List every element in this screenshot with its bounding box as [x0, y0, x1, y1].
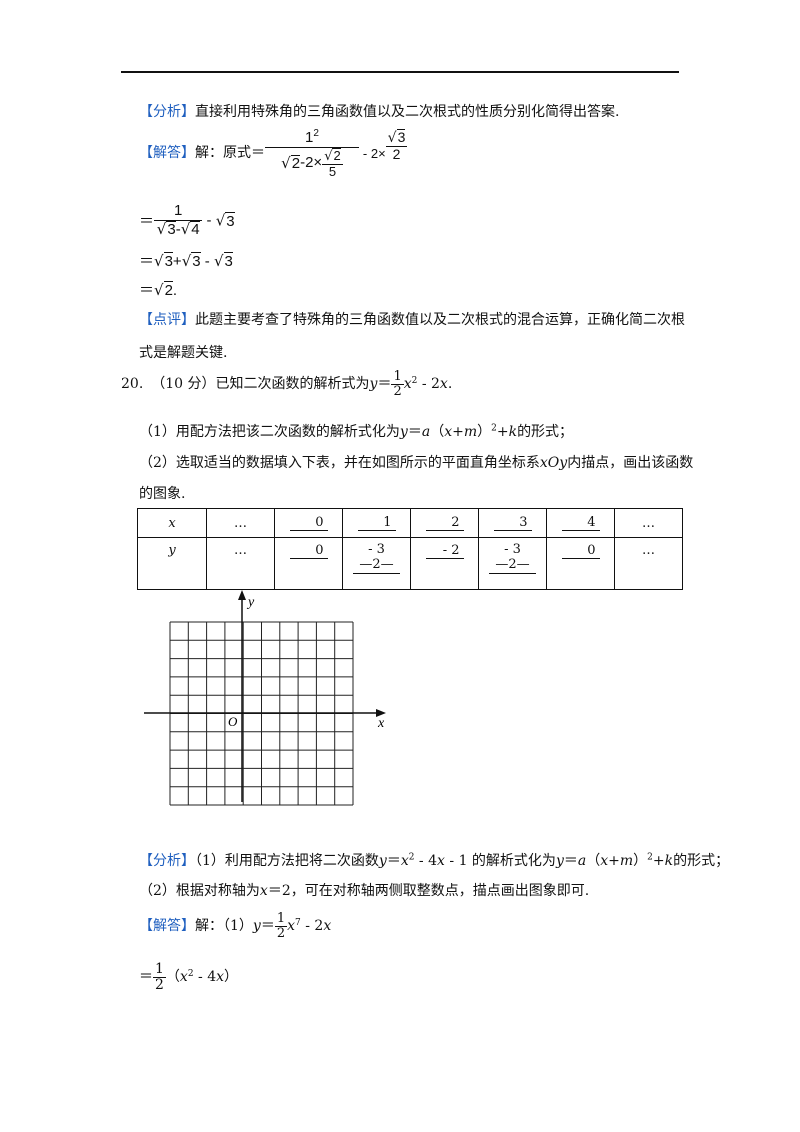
q19-answer-line2: ＝ 1 √3-√4 - √3 — [139, 202, 235, 238]
answer-tag: 【解答】 — [139, 145, 195, 162]
y-axis-arrow — [238, 590, 246, 600]
main-fraction-num: 12 — [265, 128, 359, 148]
origin-label: O — [228, 714, 238, 729]
table-row-x: x … 0 1 2 3 4 … — [137, 508, 683, 538]
q20-analysis-line1: 【分析】（1）利用配方法把将二次函数y＝x2 - 4x - 1 的解析式化为y＝… — [139, 852, 730, 869]
analysis-tag: 【分析】 — [139, 104, 195, 120]
x-axis-arrow — [376, 709, 386, 717]
q20-part2: （2）选取适当的数据填入下表，并在如图所示的平面直角坐标系xOy内描点，画出该函… — [139, 455, 694, 471]
coordinate-grid: y x O — [144, 590, 386, 806]
q19-analysis: 【分析】直接利用特殊角的三角函数值以及二次根式的性质分别化简得出答案. — [139, 101, 619, 121]
q20-number: 20. — [121, 376, 144, 393]
answer-prefix: 解：原式＝ — [195, 145, 265, 162]
table-row-y: y … 0 - 3 —2— - 2 - 3 —2— 0 … — [137, 537, 683, 590]
top-rule — [121, 71, 679, 73]
comment-tag: 【点评】 — [139, 312, 195, 328]
q19-answer-line4: ＝√2. — [139, 281, 178, 299]
table-x-label: x — [168, 515, 176, 531]
q20-part2-cont: 的图象. — [139, 486, 186, 502]
table-neg-fraction: - 3 —2— — [489, 542, 536, 574]
q19-comment-line1: 【点评】此题主要考查了特殊角的三角函数值以及二次根式的混合运算，正确化简二次根 — [139, 312, 685, 328]
y-axis-label: y — [246, 595, 255, 610]
table-y-label: y — [168, 543, 176, 558]
q20-part1: （1）用配方法把该二次函数的解析式化为y＝a（x+m）2+k的形式； — [139, 423, 574, 440]
main-tail: - 2× — [362, 145, 386, 161]
q19-answer-line3: ＝√3+√3 - √3 — [139, 252, 233, 270]
q19-analysis-text: 直接利用特殊角的三角函数值以及二次根式的性质分别化简得出答案. — [195, 104, 620, 120]
x-axis-label: x — [377, 716, 385, 731]
table-neg-fraction: - 3 —2— — [353, 542, 400, 574]
q19-comment-line2: 式是解题关键. — [139, 345, 228, 361]
q20-analysis-line2: （2）根据对称轴为x＝2，可在对称轴两侧取整数点，描点画出图象即可. — [139, 883, 590, 899]
tail-fraction: √3 2 — [385, 128, 408, 163]
values-table: x … 0 1 2 3 4 … y … 0 - 3 —2— - 2 - 3 —2… — [137, 508, 683, 590]
